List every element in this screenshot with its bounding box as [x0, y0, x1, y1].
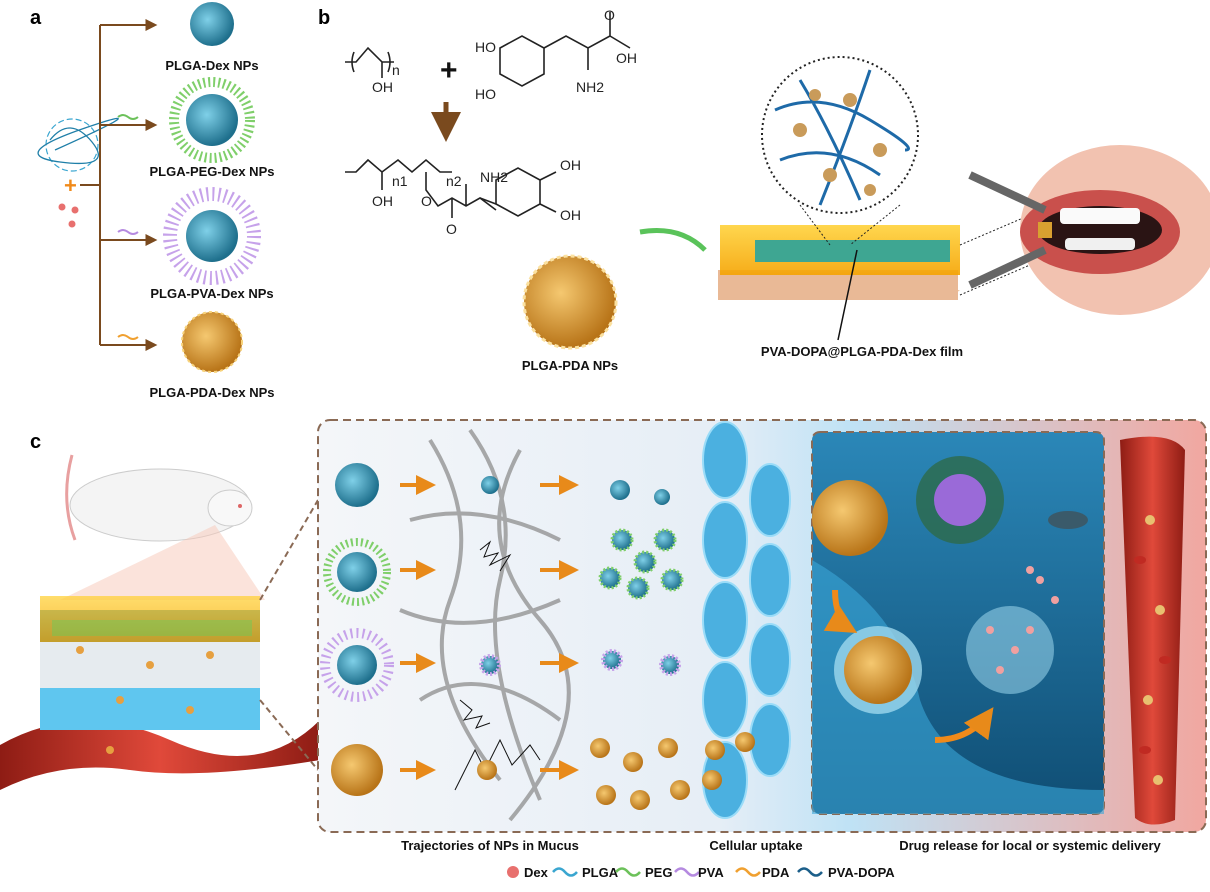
- caption-trajectories: Trajectories of NPs in Mucus: [401, 838, 579, 853]
- np-label-plga-pva-dex: PLGA-PVA-Dex NPs: [150, 286, 273, 301]
- intracellular-drug-release: [811, 431, 1105, 815]
- legend-pva-swatch: [674, 867, 700, 877]
- legend-label: PEG: [645, 865, 672, 880]
- legend-pva-dopa-swatch: [797, 867, 823, 877]
- np-label-plga-dex: PLGA-Dex NPs: [165, 58, 258, 73]
- zoom-guide: [259, 499, 319, 601]
- pva-chain-icon: [117, 229, 139, 235]
- legend-pda-swatch: [735, 867, 761, 877]
- np-label-plga-pda-dex: PLGA-PDA-Dex NPs: [150, 385, 275, 400]
- film-on-mucosa-block: [0, 596, 320, 790]
- plga-tangle-icon: [37, 117, 119, 172]
- panel-label-a: a: [30, 7, 42, 29]
- mouth-illustration: [959, 145, 1210, 315]
- chem-text: +: [440, 54, 458, 87]
- mucus-panel: [317, 419, 1207, 833]
- legend-label: PVA: [698, 865, 724, 880]
- chem-text: NH2: [576, 79, 604, 95]
- zoom-guide: [259, 699, 319, 771]
- chemical-reaction-scheme: n OH + HO HO O OH NH2 n1 n2 OH O O NH2 O…: [345, 7, 637, 237]
- chem-text: OH: [616, 50, 637, 66]
- legend-label: PVA-DOPA: [828, 865, 895, 880]
- caption-cellular-uptake: Cellular uptake: [709, 838, 802, 853]
- film-illustration: [718, 225, 960, 300]
- film-label: PVA-DOPA@PLGA-PDA-Dex film: [761, 344, 963, 359]
- panel-label-c: c: [30, 431, 41, 453]
- np-label-plga-peg-dex: PLGA-PEG-Dex NPs: [150, 164, 275, 179]
- chem-text: O: [421, 193, 432, 209]
- legend-plga-swatch: [552, 867, 578, 877]
- plga-peg-dex-np: [169, 77, 255, 163]
- chem-text: OH: [560, 207, 581, 223]
- chem-text: n1: [392, 173, 408, 189]
- panel-label-b: b: [318, 7, 330, 29]
- peg-chain-icon: [117, 114, 139, 120]
- chem-text: n: [392, 62, 400, 78]
- legend-dex-swatch: [507, 866, 519, 878]
- blood-vessel: [1120, 436, 1185, 825]
- green-arrow: [639, 227, 707, 252]
- chem-text: HO: [475, 39, 496, 55]
- film-pointer-line: [837, 249, 858, 341]
- plga-dex-np: [190, 2, 234, 46]
- legend-peg-swatch: [615, 867, 641, 877]
- chem-text: O: [446, 221, 457, 237]
- chem-text: OH: [560, 157, 581, 173]
- legend-label: PDA: [762, 865, 790, 880]
- np-rows: [320, 463, 755, 810]
- plga-pda-np: [522, 254, 618, 350]
- chem-text: n2: [446, 173, 462, 189]
- branch-arrows: [80, 19, 158, 351]
- chem-text: NH2: [480, 169, 508, 185]
- mouse-illustration: [65, 454, 253, 542]
- plga-pda-np-label: PLGA-PDA NPs: [522, 358, 618, 373]
- pda-chain-icon: [117, 334, 139, 340]
- mucin-fibers: [399, 428, 571, 822]
- plus-sign: +: [64, 173, 77, 198]
- plga-pda-dex-np: [181, 311, 243, 373]
- caption-drug-release: Drug release for local or systemic deliv…: [899, 838, 1161, 853]
- chem-text: HO: [475, 86, 496, 102]
- light-cone: [60, 525, 265, 600]
- dex-drug-icon: [58, 203, 79, 228]
- legend-label: Dex: [524, 865, 549, 880]
- chem-text: O: [604, 7, 615, 23]
- legend-label: PLGA: [582, 865, 619, 880]
- cell-layer: [702, 421, 791, 819]
- chem-text: OH: [372, 79, 393, 95]
- zoomed-film-network: [761, 56, 919, 246]
- legend: Dex PLGA PEG PVA PDA PVA-DOPA: [507, 865, 895, 880]
- np-trajectories: [454, 540, 541, 791]
- plga-pva-dex-np: [163, 187, 261, 285]
- chem-text: OH: [372, 193, 393, 209]
